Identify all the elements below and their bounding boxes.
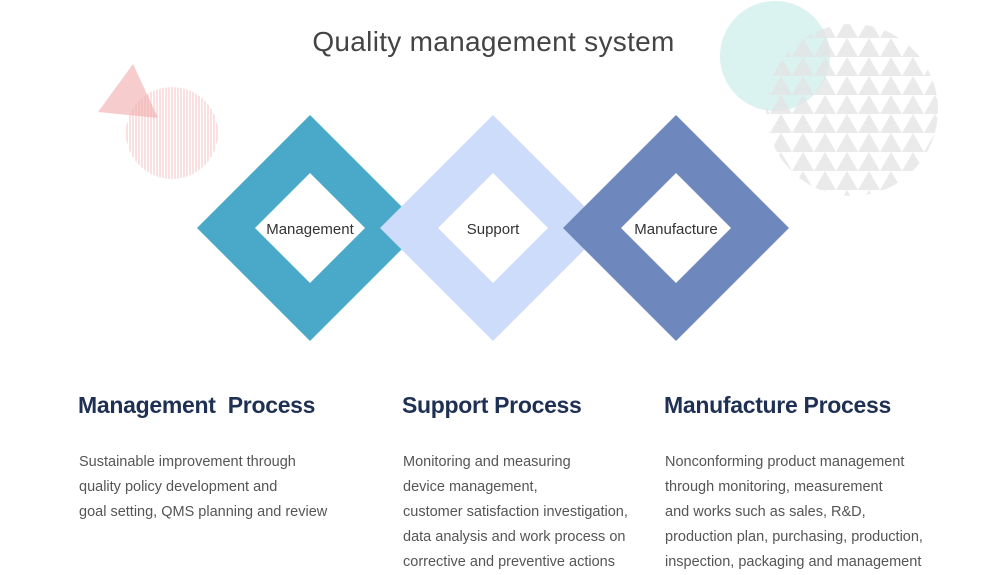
diamond-label-manufacture: Manufacture: [634, 221, 717, 238]
support-process-title: Support Process: [402, 392, 582, 418]
diamond-label-support: Support: [467, 221, 520, 238]
manufacture-process-description: Nonconforming product management through…: [665, 454, 923, 570]
support-process-description: Monitoring and measuring device manageme…: [403, 454, 628, 570]
page-title: Quality management system: [312, 26, 675, 57]
decorative-patterned-circle: [766, 24, 938, 196]
management-process-description: Sustainable improvement through quality …: [79, 454, 328, 520]
manufacture-process-title: Manufacture Process: [664, 392, 891, 418]
diamond-management: Management: [197, 115, 423, 341]
decorative-striped-circle: [126, 87, 218, 179]
management-process-title: Management Process: [78, 392, 316, 418]
diamond-support: Support: [380, 115, 606, 341]
diamond-label-management: Management: [266, 221, 354, 238]
diamond-manufacture: Manufacture: [563, 115, 789, 341]
